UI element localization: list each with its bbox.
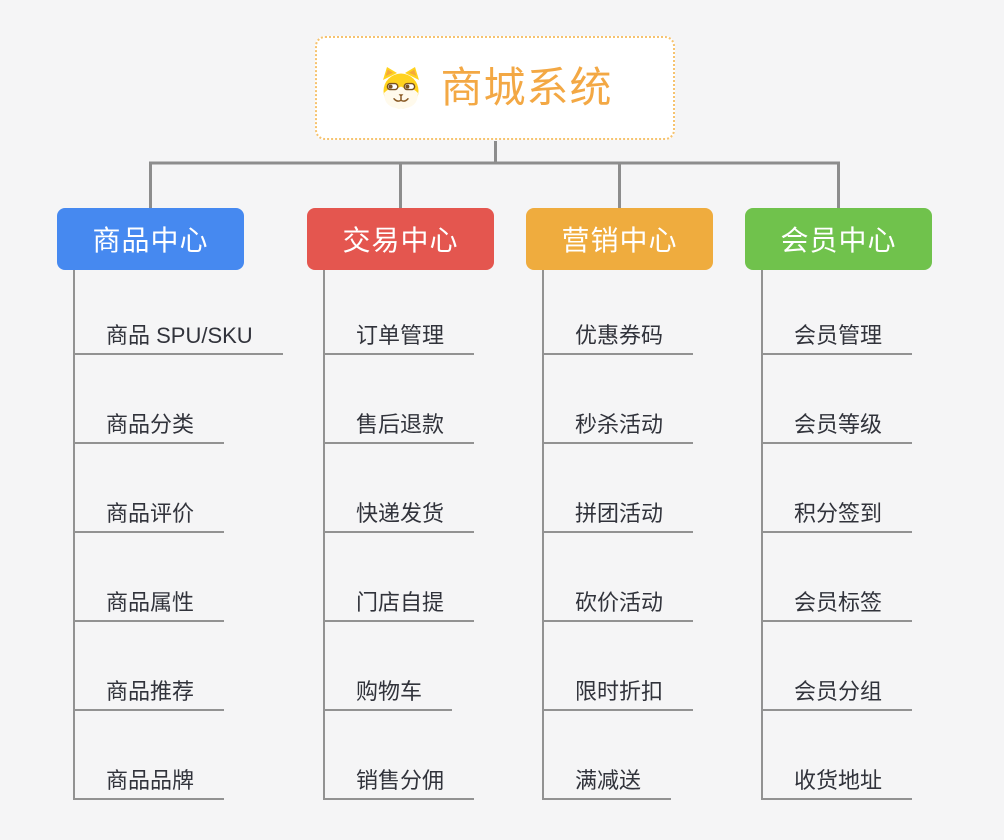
- list-item: 商品推荐: [75, 622, 297, 711]
- leaf-node[interactable]: 售后退款: [325, 414, 475, 444]
- list-item: 会员分组: [763, 622, 985, 711]
- list-item: 满减送: [544, 711, 766, 800]
- branch-node[interactable]: 商品中心: [57, 208, 244, 270]
- branch-item-list: 订单管理售后退款快递发货门店自提购物车销售分佣: [323, 270, 547, 800]
- branch-column: 商品中心商品 SPU/SKU 商品分类商品评价商品属性商品推荐商品品牌: [57, 208, 297, 800]
- list-item: 销售分佣: [325, 711, 547, 800]
- leaf-node[interactable]: 销售分佣: [325, 770, 475, 800]
- branch-column: 交易中心订单管理售后退款快递发货门店自提购物车销售分佣: [307, 208, 547, 800]
- leaf-node[interactable]: 商品属性: [75, 592, 225, 622]
- leaf-node[interactable]: 收货地址: [763, 770, 913, 800]
- leaf-node[interactable]: 商品品牌: [75, 770, 225, 800]
- list-item: 售后退款: [325, 355, 547, 444]
- branch-item-list: 会员管理会员等级积分签到会员标签会员分组收货地址: [761, 270, 985, 800]
- leaf-node[interactable]: 商品推荐: [75, 681, 225, 711]
- branch-column: 会员中心会员管理会员等级积分签到会员标签会员分组收货地址: [745, 208, 985, 800]
- list-item: 秒杀活动: [544, 355, 766, 444]
- leaf-node[interactable]: 门店自提: [325, 592, 475, 622]
- list-item: 会员管理: [763, 270, 985, 355]
- list-item: 门店自提: [325, 533, 547, 622]
- list-item: 会员等级: [763, 355, 985, 444]
- leaf-node[interactable]: 优惠券码: [544, 325, 694, 355]
- leaf-node[interactable]: 积分签到: [763, 503, 913, 533]
- leaf-node[interactable]: 商品分类: [75, 414, 225, 444]
- branch-node[interactable]: 会员中心: [745, 208, 932, 270]
- list-item: 商品分类: [75, 355, 297, 444]
- branch-item-list: 优惠券码秒杀活动拼团活动砍价活动限时折扣满减送: [542, 270, 766, 800]
- list-item: 优惠券码: [544, 270, 766, 355]
- root-node-mall-system[interactable]: 商城系统: [315, 36, 675, 140]
- list-item: 商品 SPU/SKU: [75, 270, 297, 355]
- list-item: 商品品牌: [75, 711, 297, 800]
- list-item: 积分签到: [763, 444, 985, 533]
- list-item: 砍价活动: [544, 533, 766, 622]
- branch-node[interactable]: 营销中心: [526, 208, 713, 270]
- list-item: 购物车: [325, 622, 547, 711]
- list-item: 快递发货: [325, 444, 547, 533]
- leaf-node[interactable]: 快递发货: [325, 503, 475, 533]
- leaf-node[interactable]: 砍价活动: [544, 592, 694, 622]
- branch-item-list: 商品 SPU/SKU 商品分类商品评价商品属性商品推荐商品品牌: [73, 270, 297, 800]
- dog-face-icon: [383, 67, 420, 109]
- list-item: 会员标签: [763, 533, 985, 622]
- branch-column: 营销中心优惠券码秒杀活动拼团活动砍价活动限时折扣满减送: [526, 208, 766, 800]
- root-title: 商城系统: [440, 64, 613, 111]
- list-item: 拼团活动: [544, 444, 766, 533]
- leaf-node[interactable]: 秒杀活动: [544, 414, 694, 444]
- list-item: 商品评价: [75, 444, 297, 533]
- list-item: 收货地址: [763, 711, 985, 800]
- leaf-node[interactable]: 商品评价: [75, 503, 225, 533]
- leaf-node[interactable]: 拼团活动: [544, 503, 694, 533]
- leaf-node[interactable]: 会员等级: [763, 414, 913, 444]
- leaf-node[interactable]: 会员管理: [763, 325, 913, 355]
- leaf-node[interactable]: 会员标签: [763, 592, 913, 622]
- leaf-node[interactable]: 订单管理: [325, 325, 475, 355]
- leaf-node[interactable]: 商品 SPU/SKU: [75, 325, 283, 355]
- list-item: 订单管理: [325, 270, 547, 355]
- leaf-node[interactable]: 购物车: [325, 681, 453, 711]
- leaf-node[interactable]: 满减送: [544, 770, 672, 800]
- leaf-node[interactable]: 限时折扣: [544, 681, 694, 711]
- list-item: 限时折扣: [544, 622, 766, 711]
- list-item: 商品属性: [75, 533, 297, 622]
- leaf-node[interactable]: 会员分组: [763, 681, 913, 711]
- branch-node[interactable]: 交易中心: [307, 208, 494, 270]
